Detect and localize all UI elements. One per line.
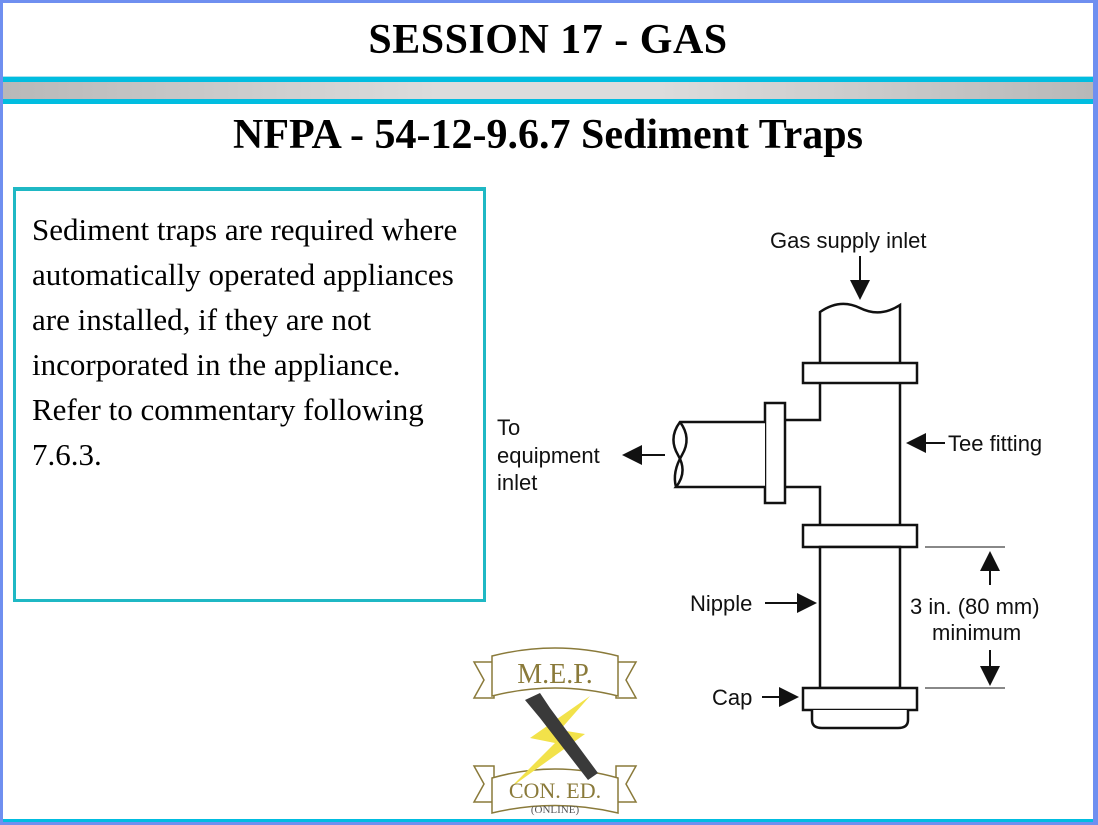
logo-sub-text: (ONLINE) — [531, 804, 580, 816]
label-gas-supply: Gas supply inlet — [770, 228, 927, 253]
slide-title: SESSION 17 - GAS — [368, 16, 728, 63]
divider-bar — [3, 82, 1093, 99]
wrench-icon — [525, 693, 598, 780]
logo-bottom-text: CON. ED. — [509, 778, 601, 803]
logo-top-text: M.E.P. — [517, 659, 592, 690]
divider — [3, 99, 1093, 104]
label-tee-fitting: Tee fitting — [948, 431, 1042, 456]
divider — [3, 77, 1093, 82]
body-text-box: Sediment traps are required where automa… — [13, 187, 486, 602]
label-nipple: Nipple — [690, 591, 752, 616]
label-dimension: 3 in. (80 mm) — [910, 594, 1040, 619]
label-minimum: minimum — [932, 620, 1021, 645]
slide-subtitle: NFPA - 54-12-9.6.7 Sediment Traps — [233, 112, 863, 158]
nipple — [818, 545, 902, 690]
side-pipe — [672, 420, 765, 489]
label-cap: Cap — [712, 685, 752, 710]
label-inlet: inlet — [497, 470, 537, 495]
body-text: Sediment traps are required where automa… — [32, 212, 458, 472]
top-pipe — [818, 302, 902, 365]
bottom-border — [3, 819, 1093, 822]
top-flange — [801, 361, 919, 385]
label-equipment: equipment — [497, 443, 600, 468]
label-to: To — [497, 415, 520, 440]
cap-flange — [801, 686, 919, 712]
cap — [810, 710, 910, 730]
side-flange — [763, 401, 787, 505]
tee-body — [785, 383, 902, 525]
title-band: SESSION 17 - GAS — [3, 3, 1093, 77]
lightning-bolt-icon — [510, 696, 590, 788]
mep-con-ed-logo: M.E.P. CON. ED. (ONLINE) — [472, 647, 638, 816]
bottom-flange — [801, 523, 919, 549]
